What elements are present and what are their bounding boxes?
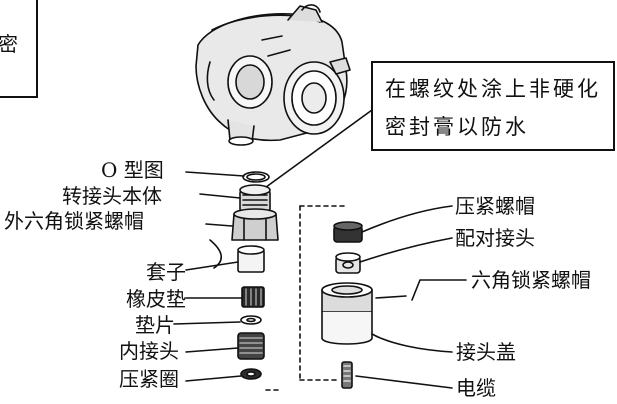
dashed-guides xyxy=(265,205,345,391)
label-inner-connector: 内接头 xyxy=(119,339,179,363)
label-adapter-body: 转接头本体 xyxy=(62,184,162,208)
label-mating-connector: 配对接头 xyxy=(455,226,535,250)
sealant-note-box: 在螺纹处涂上非硬化 密封膏以防水 xyxy=(371,61,615,151)
label-compression-ring: 压紧圈 xyxy=(119,367,179,391)
left-leader-lines xyxy=(173,171,245,382)
left-part-stack xyxy=(231,171,279,380)
label-cable: 电缆 xyxy=(456,376,496,400)
label-washer: 垫片 xyxy=(135,313,175,337)
label-sleeve: 套子 xyxy=(146,260,186,284)
sealant-note-line-2: 密封膏以防水 xyxy=(385,115,529,139)
side-note-box: 密 xyxy=(0,0,38,98)
sealant-note-line-1: 在螺纹处涂上非硬化 xyxy=(385,77,601,101)
label-outer-hex-lock-nut: 外六角锁紧螺帽 xyxy=(4,209,144,233)
transmitter-housing xyxy=(195,4,351,146)
label-rubber-pad: 橡皮垫 xyxy=(126,287,186,311)
label-compression-nut: 压紧螺帽 xyxy=(455,194,535,218)
right-part-stack xyxy=(321,221,373,389)
side-note-text: 密 xyxy=(0,32,18,56)
right-leader-lines xyxy=(355,205,467,389)
label-hex-lock-nut: 六角锁紧螺帽 xyxy=(471,268,591,292)
note-leader-line xyxy=(261,109,373,191)
label-connector-cap: 接头盖 xyxy=(456,340,516,364)
label-o-ring: O 型图 xyxy=(101,158,164,182)
